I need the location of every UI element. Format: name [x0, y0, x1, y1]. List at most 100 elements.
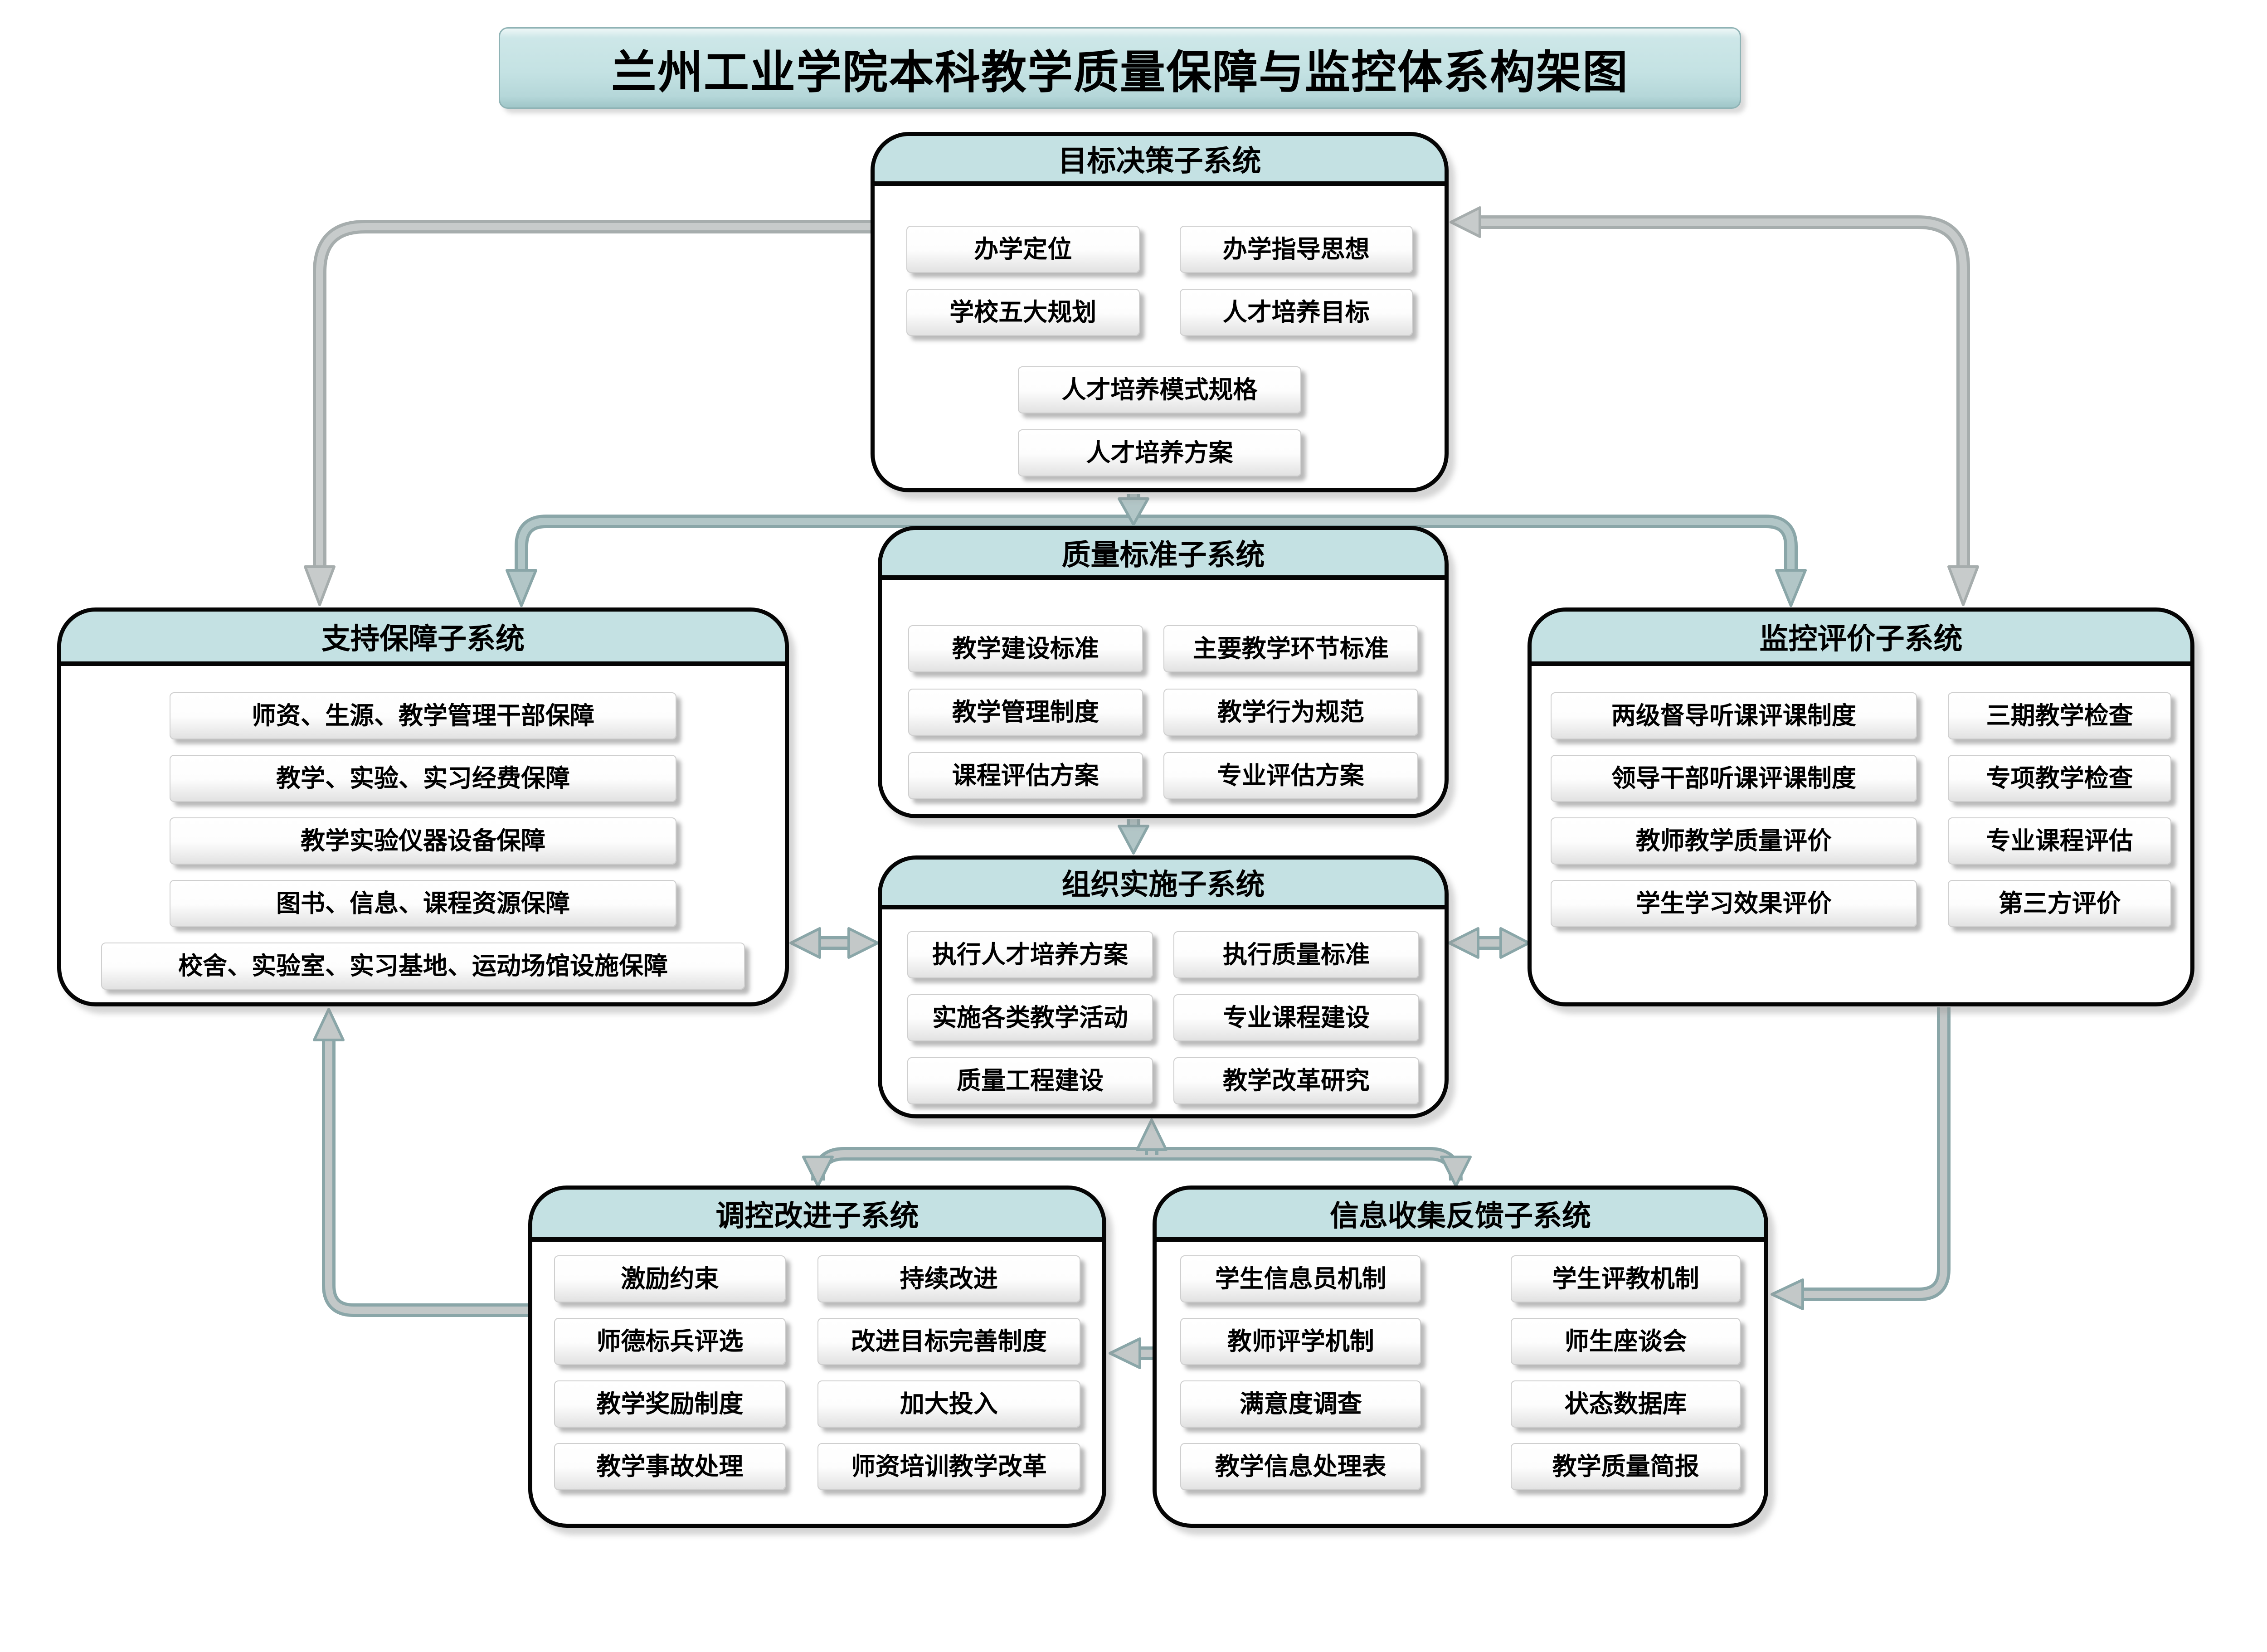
- arrowhead-down-icon: [1118, 825, 1149, 855]
- subsystem-title: 信息收集反馈子系统: [1330, 1199, 1591, 1233]
- subsystem-items: 办学定位办学指导思想学校五大规划人才培养目标人才培养模式规格人才培养方案: [875, 186, 1445, 476]
- subsystem-monitoring-evaluation: 监控评价子系统 两级督导听课评课制度三期教学检查领导干部听课评课制度专项教学检查…: [1528, 607, 2194, 1006]
- diagram-item: 专业课程评估: [1948, 817, 2171, 865]
- subsystem-header: 监控评价子系统: [1532, 612, 2190, 666]
- arrowhead-left-icon: [1450, 206, 1481, 238]
- diagram-item: 两级督导听课评课制度: [1551, 692, 1917, 739]
- diagram-item: 加大投入: [817, 1380, 1080, 1428]
- diagram-item: 学生评教机制: [1511, 1255, 1741, 1302]
- subsystem-items: 执行人才培养方案执行质量标准实施各类教学活动专业课程建设质量工程建设教学改革研究: [882, 909, 1445, 1104]
- connector-monitor-to-feedback: [1771, 1007, 1951, 1310]
- diagram-item: 第三方评价: [1948, 880, 2171, 927]
- subsystem-items: 学生信息员机制 学生评教机制教师评学机制 师生座谈会满意度调查 状态数据库教学信息处理…: [1157, 1242, 1764, 1490]
- diagram-item: 办学定位: [906, 226, 1140, 273]
- subsystem-header: 质量标准子系统: [882, 530, 1445, 580]
- arrowhead-down-icon: [802, 1156, 834, 1187]
- diagram-item: 状态数据库: [1511, 1380, 1741, 1428]
- subsystem-items: 师资、生源、教学管理干部保障教学、实验、实习经费保障教学实验仪器设备保障图书、信…: [61, 666, 785, 990]
- arrowhead-up-icon: [1136, 1118, 1168, 1151]
- diagram-item: 执行人才培养方案: [907, 931, 1153, 978]
- connector-support-implement: [789, 927, 879, 959]
- diagram-item: 人才培养模式规格: [1017, 366, 1302, 413]
- connector-implement-monitor: [1448, 927, 1530, 959]
- diagram-item: 专项教学检查: [1948, 755, 2171, 802]
- diagram-item: 图书、信息、课程资源保障: [170, 880, 676, 927]
- subsystem-goal-decision: 目标决策子系统 办学定位办学指导思想学校五大规划人才培养目标人才培养模式规格人才…: [871, 132, 1449, 492]
- subsystem-regulation-improvement: 调控改进子系统 激励约束持续改进师德标兵评选改进目标完善制度教学奖励制度加大投入…: [528, 1186, 1106, 1528]
- subsystem-header: 组织实施子系统: [882, 860, 1445, 909]
- arrowhead-down-icon: [304, 565, 336, 606]
- connector-quality-branches: [506, 515, 1807, 607]
- diagram-item: 师资培训教学改革: [817, 1443, 1080, 1490]
- diagram-item: 学生信息员机制: [1180, 1255, 1421, 1302]
- arrowhead-down-icon: [506, 569, 537, 607]
- subsystem-header: 调控改进子系统: [532, 1190, 1102, 1242]
- arrowhead-down-icon: [1775, 569, 1807, 607]
- connector-goal-to-quality: [1118, 494, 1149, 526]
- diagram-item: 课程评估方案: [908, 752, 1143, 799]
- subsystem-quality-standards: 质量标准子系统 教学建设标准主要教学环节标准教学管理制度教学行为规范课程评估方案…: [878, 526, 1449, 818]
- subsystem-title: 调控改进子系统: [715, 1199, 919, 1233]
- diagram-title: 兰州工业学院本科教学质量保障与监控体系构架图: [611, 45, 1629, 99]
- connector-bottom-junction: [802, 1118, 1472, 1187]
- diagram-item: 教学质量简报: [1511, 1443, 1741, 1490]
- diagram-item: 改进目标完善制度: [817, 1318, 1080, 1365]
- diagram-item: 教学行为规范: [1163, 689, 1418, 736]
- arrowhead-left-icon: [1109, 1337, 1141, 1369]
- diagram-item: 满意度调查: [1180, 1380, 1421, 1428]
- diagram-item: 人才培养目标: [1179, 289, 1413, 336]
- subsystem-title: 质量标准子系统: [1061, 539, 1265, 572]
- diagram-item: 教学建设标准: [908, 625, 1143, 672]
- diagram-item: 学生学习效果评价: [1551, 880, 1917, 927]
- arrowhead-down-icon: [1440, 1156, 1472, 1187]
- diagram-item: 师生座谈会: [1511, 1318, 1741, 1365]
- diagram-item: 教学奖励制度: [554, 1380, 786, 1428]
- arrowhead-left-icon: [789, 927, 821, 959]
- diagram-item: 教学、实验、实习经费保障: [170, 755, 676, 802]
- subsystem-header: 支持保障子系统: [61, 612, 785, 666]
- diagram-item: 学校五大规划: [906, 289, 1140, 336]
- diagram-item: 教学管理制度: [908, 689, 1143, 736]
- diagram-item: 教学实验仪器设备保障: [170, 817, 676, 865]
- diagram-item: 人才培养方案: [1017, 429, 1302, 476]
- connector-quality-to-implement: [1118, 819, 1149, 855]
- diagram-item: 办学指导思想: [1179, 226, 1413, 273]
- diagram-item: 教师评学机制: [1180, 1318, 1421, 1365]
- diagram-item: 教学事故处理: [554, 1443, 786, 1490]
- diagram-item: 专业课程建设: [1173, 994, 1419, 1041]
- connector-goal-to-support: [304, 220, 871, 606]
- subsystem-header: 信息收集反馈子系统: [1157, 1190, 1764, 1242]
- subsystem-information-feedback: 信息收集反馈子系统 学生信息员机制 学生评教机制教师评学机制 师生座谈会满意度调查 状…: [1153, 1186, 1768, 1528]
- subsystem-items: 教学建设标准主要教学环节标准教学管理制度教学行为规范课程评估方案专业评估方案: [882, 580, 1445, 799]
- diagram-item: 持续改进: [817, 1255, 1080, 1302]
- connector-feedback-to-regulate: [1109, 1337, 1153, 1369]
- subsystem-title: 支持保障子系统: [321, 622, 525, 656]
- subsystem-title: 目标决策子系统: [1058, 145, 1261, 178]
- diagram-item: 执行质量标准: [1173, 931, 1419, 978]
- diagram-item: 质量工程建设: [907, 1057, 1153, 1104]
- diagram-item: 师德标兵评选: [554, 1318, 786, 1365]
- subsystem-header: 目标决策子系统: [875, 136, 1445, 186]
- diagram-item: 实施各类教学活动: [907, 994, 1153, 1041]
- diagram-item: 领导干部听课评课制度: [1551, 755, 1917, 802]
- subsystem-items: 两级督导听课评课制度三期教学检查领导干部听课评课制度专项教学检查教师教学质量评价…: [1532, 666, 2190, 927]
- diagram-title-banner: 兰州工业学院本科教学质量保障与监控体系构架图: [499, 27, 1741, 109]
- arrowhead-down-icon: [1947, 565, 1979, 606]
- subsystem-title: 监控评价子系统: [1759, 622, 1963, 656]
- diagram-item: 主要教学环节标准: [1163, 625, 1418, 672]
- arrowhead-left-icon: [1771, 1278, 1804, 1310]
- diagram-item: 教师教学质量评价: [1551, 817, 1917, 865]
- arrowhead-right-icon: [1499, 927, 1530, 959]
- subsystem-title: 组织实施子系统: [1061, 868, 1265, 902]
- subsystem-support-guarantee: 支持保障子系统 师资、生源、教学管理干部保障教学、实验、实习经费保障教学实验仪器…: [57, 607, 789, 1006]
- diagram-item: 师资、生源、教学管理干部保障: [170, 692, 676, 739]
- subsystem-organization-implementation: 组织实施子系统 执行人才培养方案执行质量标准实施各类教学活动专业课程建设质量工程…: [878, 855, 1449, 1118]
- arrowhead-right-icon: [847, 927, 879, 959]
- connector-goal-monitor-loop: [1450, 206, 1979, 606]
- arrowhead-down-icon: [1118, 497, 1149, 526]
- diagram-item: 教学信息处理表: [1180, 1443, 1421, 1490]
- diagram-item: 专业评估方案: [1163, 752, 1418, 799]
- subsystem-items: 激励约束持续改进师德标兵评选改进目标完善制度教学奖励制度加大投入教学事故处理师资…: [532, 1242, 1102, 1490]
